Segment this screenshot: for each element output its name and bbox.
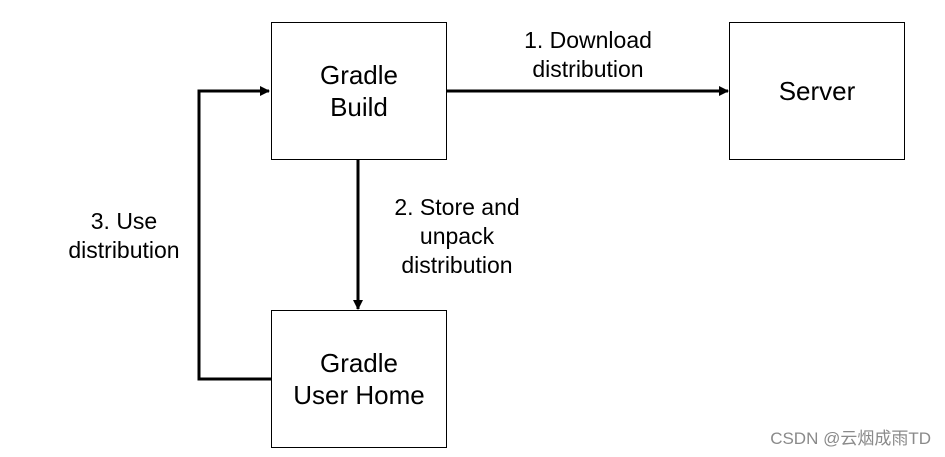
edge-label-download: 1. Download distribution: [498, 26, 678, 84]
gradle-user-home-node: Gradle User Home: [271, 310, 447, 448]
user-home-label-line1: Gradle: [319, 348, 399, 378]
download-label-line1: 1. Download: [524, 27, 652, 53]
watermark-text: CSDN @云烟成雨TD: [770, 429, 931, 448]
gradle-build-node: Gradle Build: [271, 22, 447, 160]
server-label: Server: [778, 76, 856, 106]
server-node: Server: [729, 22, 905, 160]
arrow-user-home-to-build: [197, 86, 271, 381]
gradle-build-label-line2: Build: [330, 92, 388, 122]
use-label-line1: 3. Use: [90, 208, 158, 234]
user-home-label-line2: User Home: [293, 380, 425, 410]
store-label-line1: 2. Store and: [394, 194, 520, 220]
download-label-line2: distribution: [532, 56, 644, 82]
store-label-line2: unpack: [419, 223, 495, 249]
store-label-line3: distribution: [401, 252, 513, 278]
edge-label-store: 2. Store and unpack distribution: [368, 193, 546, 280]
gradle-build-label-line1: Gradle: [319, 60, 399, 90]
use-label-line2: distribution: [68, 237, 180, 263]
edge-label-use: 3. Use distribution: [48, 207, 200, 265]
